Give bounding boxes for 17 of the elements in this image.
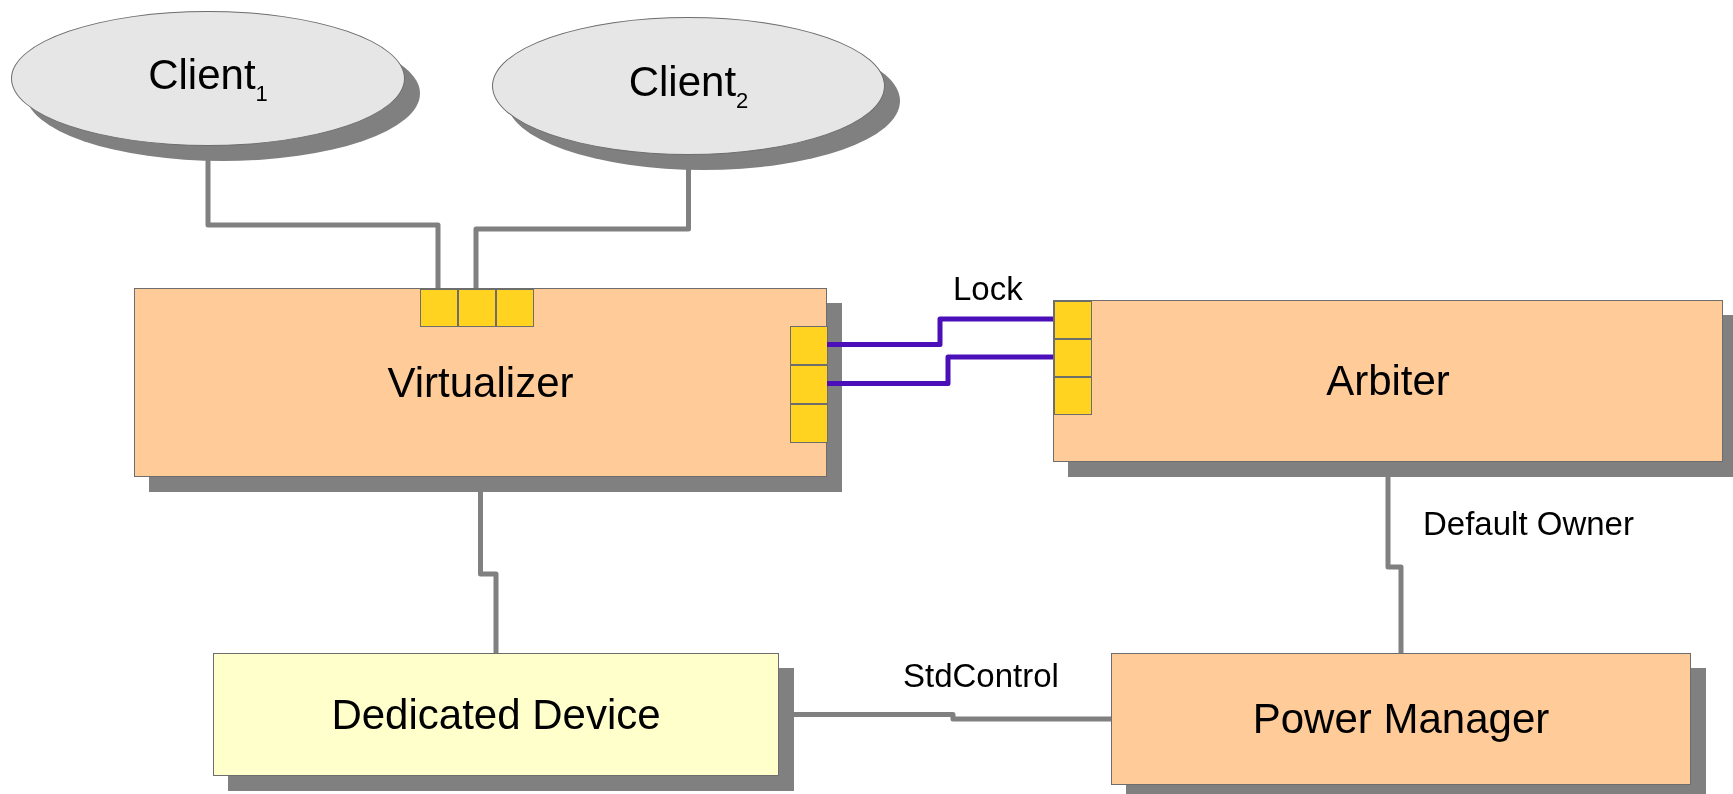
node-label: Arbiter <box>1326 357 1450 405</box>
port-square <box>458 289 496 327</box>
port-square <box>1054 339 1092 377</box>
connector-line <box>827 316 1053 347</box>
node-label: Virtualizer <box>387 358 574 407</box>
port-square <box>496 289 534 327</box>
port-square <box>1054 377 1092 415</box>
port-square <box>1054 301 1092 339</box>
node-label: Power Manager <box>1252 695 1550 743</box>
connector-line <box>827 354 1053 386</box>
port-square <box>790 404 828 443</box>
port-square <box>790 326 828 365</box>
port-square <box>790 365 828 404</box>
node-label: Client$_{1}$ <box>148 50 268 107</box>
port-square <box>420 289 458 327</box>
node-label: Client$_{2}$ <box>628 58 749 114</box>
node-label: Dedicated Device <box>331 690 661 739</box>
